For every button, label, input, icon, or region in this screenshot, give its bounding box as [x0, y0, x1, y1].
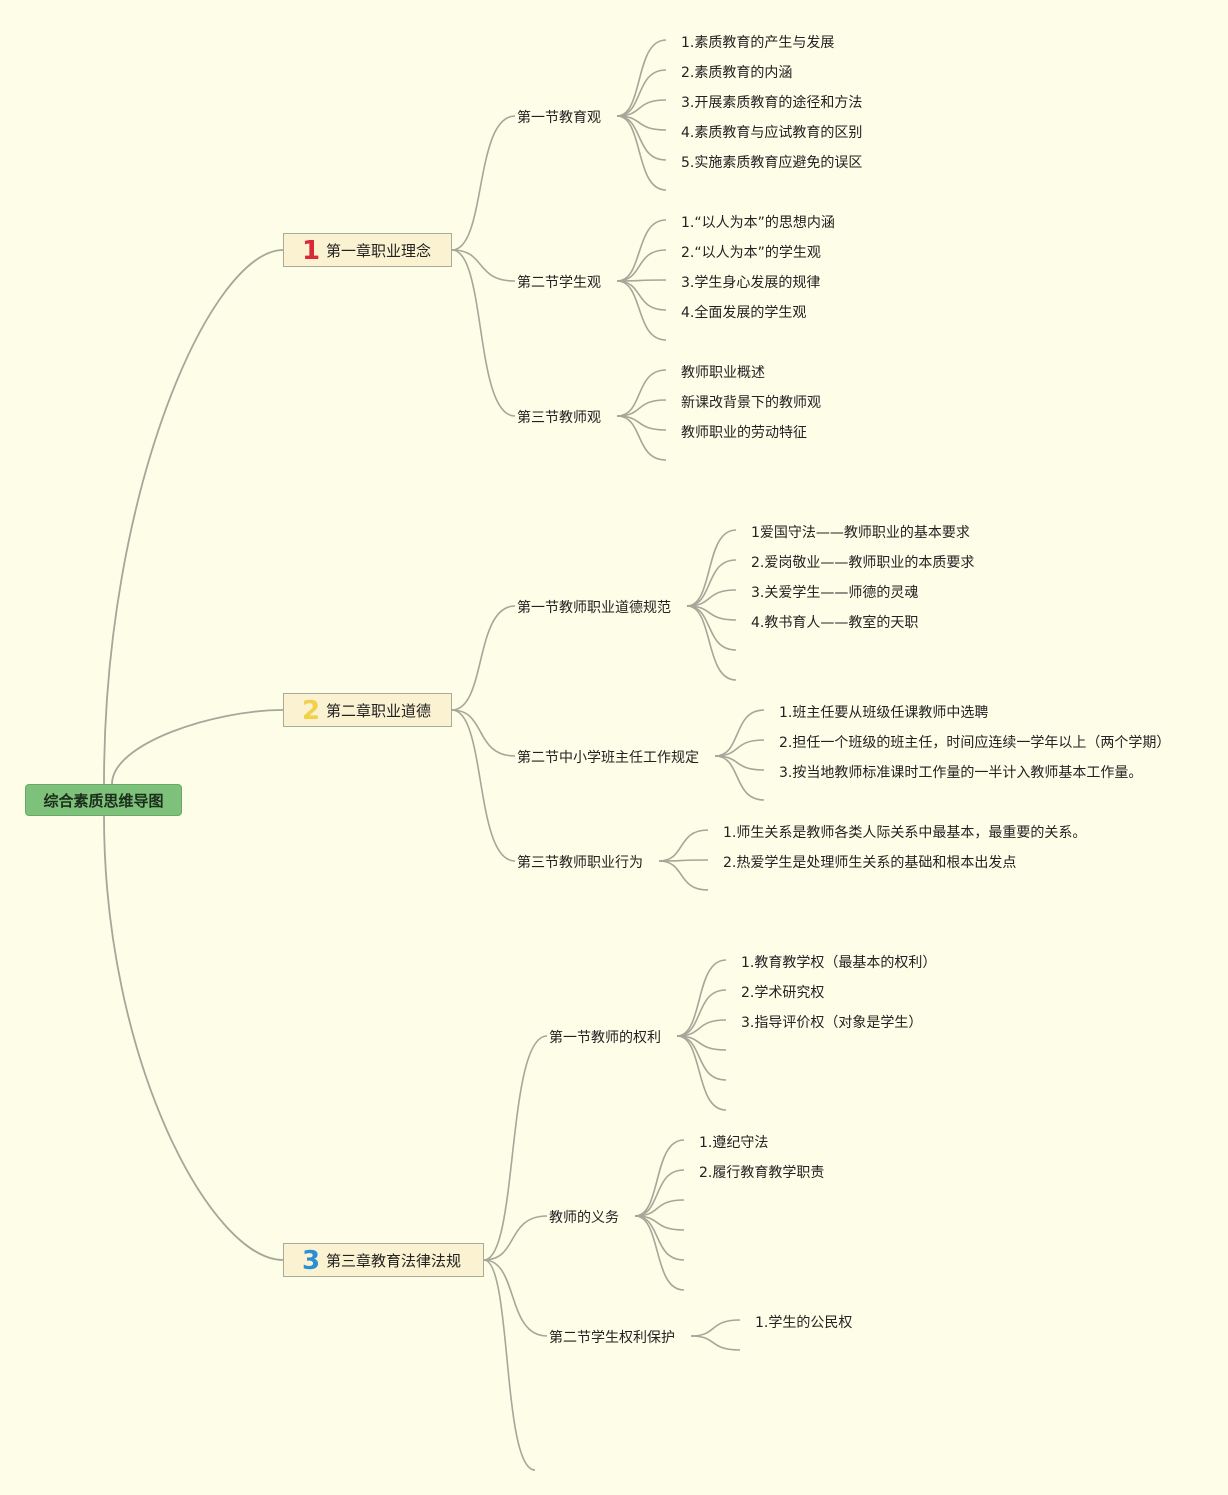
chapter-label-3: 第三章教育法律法规 [326, 1251, 462, 1270]
chapter-number-1-icon: 1 [301, 236, 321, 266]
leaf-3-1-3[interactable]: 3.指导评价权（对象是学生） [741, 1015, 923, 1031]
section-2-2[interactable]: 第二节中小学班主任工作规定 [517, 750, 699, 766]
leaf-1-3-1[interactable]: 教师职业概述 [681, 365, 765, 381]
leaf-2-1-4[interactable]: 4.教书育人——教室的天职 [751, 615, 919, 631]
chapter-section-link-2 [451, 249, 516, 282]
section-leaf-link-4-6 [686, 605, 737, 681]
section-leaf-link-7-6 [676, 1035, 727, 1111]
section-leaf-link-2-4 [616, 280, 667, 311]
leaf-3-1-1[interactable]: 1.教育教学权（最基本的权利） [741, 955, 937, 971]
section-leaf-link-5-1 [714, 709, 765, 757]
section-1-1[interactable]: 第一节教育观 [517, 110, 601, 126]
leaf-1-2-4[interactable]: 4.全面发展的学生观 [681, 305, 807, 321]
root-link-chapter-1 [103, 249, 284, 785]
section-2-1[interactable]: 第一节教师职业道德规范 [517, 600, 671, 616]
leaf-1-2-3[interactable]: 3.学生身心发展的规律 [681, 275, 821, 291]
chapter-node-3[interactable]: 3 第三章教育法律法规 [283, 1243, 484, 1277]
section-leaf-link-2-1 [616, 219, 667, 282]
section-leaf-link-5-2 [714, 739, 765, 757]
leaf-1-1-3[interactable]: 3.开展素质教育的途径和方法 [681, 95, 863, 111]
leaf-3-3-1[interactable]: 1.学生的公民权 [755, 1315, 853, 1331]
leaf-1-3-3[interactable]: 教师职业的劳动特征 [681, 425, 807, 441]
section-leaf-link-6-1 [658, 829, 709, 862]
section-leaf-link-3-4 [616, 415, 667, 461]
root-link-chapter-2 [111, 709, 284, 785]
section-leaf-link-8-5 [634, 1215, 685, 1261]
section-leaf-link-1-1 [616, 39, 667, 117]
section-leaf-link-5-4 [714, 755, 765, 801]
leaf-1-1-1[interactable]: 1.素质教育的产生与发展 [681, 35, 835, 51]
leaf-1-3-2[interactable]: 新课改背景下的教师观 [681, 395, 821, 411]
section-leaf-link-8-1 [634, 1139, 685, 1217]
leaf-3-2-2[interactable]: 2.履行教育教学职责 [699, 1165, 825, 1181]
chapter-label-2: 第二章职业道德 [326, 701, 432, 720]
leaf-2-2-1[interactable]: 1.班主任要从班级任课教师中选聘 [779, 705, 989, 721]
section-leaf-link-4-5 [686, 605, 737, 651]
section-leaf-link-9-1 [690, 1319, 741, 1337]
root-node[interactable]: 综合素质思维导图 [25, 784, 182, 816]
section-leaf-link-2-2 [616, 249, 667, 282]
chapter-section-link-1 [451, 115, 516, 251]
section-3-2[interactable]: 教师的义务 [549, 1210, 619, 1226]
leaf-2-1-2[interactable]: 2.爱岗敬业——教师职业的本质要求 [751, 555, 975, 571]
leaf-3-2-1[interactable]: 1.遵纪守法 [699, 1135, 769, 1151]
section-leaf-link-9-2 [690, 1335, 741, 1351]
section-leaf-link-1-5 [616, 115, 667, 161]
chapter-section-link-4 [451, 605, 516, 711]
leaf-2-3-2[interactable]: 2.热爱学生是处理师生关系的基础和根本出发点 [723, 855, 1017, 871]
chapter-label-1: 第一章职业理念 [326, 241, 432, 260]
section-leaf-link-2-5 [616, 280, 667, 341]
leaf-1-1-4[interactable]: 4.素质教育与应试教育的区别 [681, 125, 863, 141]
leaf-1-1-2[interactable]: 2.素质教育的内涵 [681, 65, 793, 81]
chapter-node-2[interactable]: 2 第二章职业道德 [283, 693, 452, 727]
section-leaf-link-3-2 [616, 399, 667, 417]
section-leaf-link-3-1 [616, 369, 667, 417]
leaf-2-3-1[interactable]: 1.师生关系是教师各类人际关系中最基本，最重要的关系。 [723, 825, 1087, 841]
leaf-2-1-3[interactable]: 3.关爱学生——师德的灵魂 [751, 585, 919, 601]
section-leaf-link-8-2 [634, 1169, 685, 1217]
section-3-3[interactable]: 第二节学生权利保护 [549, 1330, 675, 1346]
section-3-1[interactable]: 第一节教师的权利 [549, 1030, 661, 1046]
section-1-2[interactable]: 第二节学生观 [517, 275, 601, 291]
root-link-chapter-3 [103, 815, 284, 1261]
section-leaf-link-6-3 [658, 860, 709, 891]
section-leaf-link-7-1 [676, 959, 727, 1037]
section-leaf-link-4-2 [686, 559, 737, 607]
leaf-2-2-3[interactable]: 3.按当地教师标准课时工作量的一半计入教师基本工作量。 [779, 765, 1143, 781]
leaf-2-1-1[interactable]: 1爱国守法——教师职业的基本要求 [751, 525, 970, 541]
chapter-section-link-7 [483, 1035, 548, 1261]
chapter-number-2-icon: 2 [301, 696, 321, 726]
section-2-3[interactable]: 第三节教师职业行为 [517, 855, 643, 871]
chapter-section-link-3 [451, 249, 516, 417]
section-leaf-link-1-2 [616, 69, 667, 117]
leaf-1-2-2[interactable]: 2.“以人为本”的学生观 [681, 245, 821, 261]
section-leaf-link-7-5 [676, 1035, 727, 1081]
section-1-3[interactable]: 第三节教师观 [517, 410, 601, 426]
chapter-section-link-9 [483, 1259, 548, 1337]
chapter-section-link-8 [483, 1215, 548, 1261]
section-leaf-link-1-6 [616, 115, 667, 191]
leaf-1-1-5[interactable]: 5.实施素质教育应避免的误区 [681, 155, 863, 171]
chapter-section-link-5 [451, 709, 516, 757]
section-leaf-link-7-2 [676, 989, 727, 1037]
chapter-node-1[interactable]: 1 第一章职业理念 [283, 233, 452, 267]
chapter-section-link-empty [483, 1259, 536, 1471]
section-leaf-link-4-1 [686, 529, 737, 607]
section-leaf-link-8-6 [634, 1215, 685, 1291]
leaf-3-1-2[interactable]: 2.学术研究权 [741, 985, 825, 1001]
chapter-section-link-6 [451, 709, 516, 862]
leaf-2-2-2[interactable]: 2.担任一个班级的班主任，时间应连续一学年以上（两个学期） [779, 735, 1171, 751]
leaf-1-2-1[interactable]: 1.“以人为本”的思想内涵 [681, 215, 835, 231]
chapter-number-3-icon: 3 [301, 1246, 321, 1276]
